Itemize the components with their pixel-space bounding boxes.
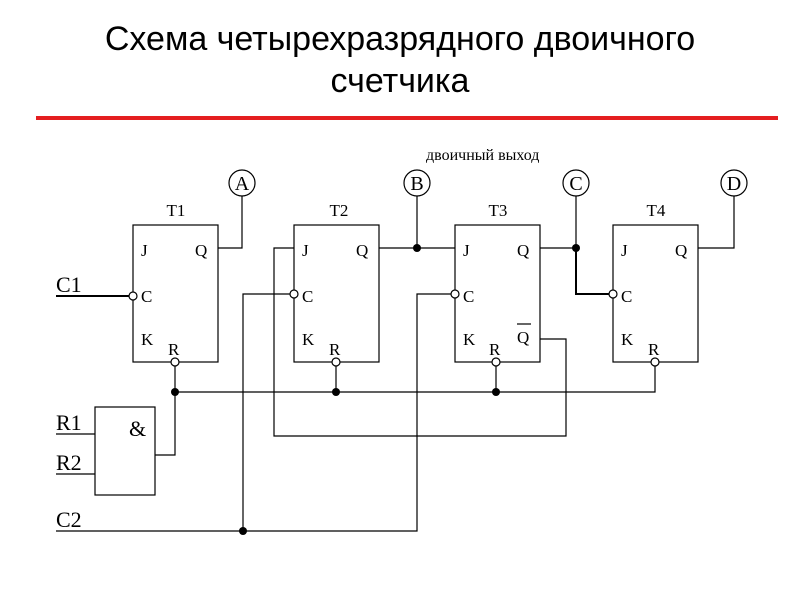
c2-pin-bubble — [289, 289, 299, 299]
junction-c2 — [239, 527, 247, 535]
wire-q2-to-b — [379, 196, 418, 249]
t2-pin-q: Q — [356, 241, 368, 260]
t3-pin-c: C — [463, 287, 474, 306]
wire-q1-to-a — [218, 196, 243, 249]
input-c1-label: C1 — [56, 272, 82, 297]
r4-pin-bubble — [650, 357, 660, 367]
t3-pin-k: K — [463, 330, 476, 349]
t4-pin-c: C — [621, 287, 632, 306]
t1-pin-j: J — [141, 241, 148, 260]
title-line-1: Схема четырехразрядного двоичного — [104, 20, 696, 58]
c3-pin-bubble — [450, 289, 460, 299]
t4-pin-k: K — [621, 330, 634, 349]
junction-b — [413, 244, 421, 252]
wire-q3bar-loop — [273, 247, 567, 437]
and-gate-box — [94, 406, 156, 496]
r2-pin-bubble — [331, 357, 341, 367]
t2-pin-c: C — [302, 287, 313, 306]
t3-pin-qbar: Q — [517, 328, 529, 347]
input-r1-label: R1 — [56, 410, 82, 435]
c1-pin-bubble — [128, 291, 138, 301]
c4-pin-bubble — [608, 289, 618, 299]
junction-reset-1 — [171, 388, 179, 396]
output-caption: двоичный выход — [426, 147, 539, 164]
junction-reset-2 — [332, 388, 340, 396]
flipflop-t3-name: T3 — [489, 201, 508, 220]
wire-c2-line — [56, 293, 451, 532]
wire-reset-bus — [175, 366, 656, 393]
output-a-label: A — [235, 173, 250, 195]
t2-pin-k: K — [302, 330, 315, 349]
t2-pin-r: R — [329, 340, 341, 359]
t1-pin-r: R — [168, 340, 180, 359]
and-gate-symbol: & — [129, 416, 146, 441]
t1-pin-q: Q — [195, 241, 207, 260]
wire-c-to-c4 — [575, 248, 609, 295]
junction-c — [572, 244, 580, 252]
flipflop-t2-name: T2 — [330, 201, 349, 220]
title-line-2: счетчика — [330, 62, 470, 100]
t3-pin-j: J — [463, 241, 470, 260]
r3-pin-bubble — [491, 357, 501, 367]
wire-q3-to-c — [540, 196, 577, 249]
r1-pin-bubble — [170, 357, 180, 367]
t1-pin-k: K — [141, 330, 154, 349]
wire-q4-to-d — [698, 196, 735, 249]
t4-pin-q: Q — [675, 241, 687, 260]
output-d-label: D — [727, 173, 741, 195]
wire-gate-to-bus — [155, 392, 176, 456]
t2-pin-j: J — [302, 241, 309, 260]
t4-pin-j: J — [621, 241, 628, 260]
output-b-label: B — [410, 173, 423, 195]
t1-pin-c: C — [141, 287, 152, 306]
page-title: Схема четырехразрядного двоичного счетчи… — [60, 18, 740, 102]
wire-c2-to-c2pin — [242, 293, 290, 531]
junction-reset-3 — [492, 388, 500, 396]
input-c2-label: C2 — [56, 507, 82, 532]
flipflop-t4-name: T4 — [647, 201, 666, 220]
flipflop-t1-name: T1 — [167, 201, 186, 220]
t4-pin-r: R — [648, 340, 660, 359]
output-c-label: C — [569, 173, 582, 195]
t3-pin-r: R — [489, 340, 501, 359]
t3-pin-q: Q — [517, 241, 529, 260]
input-r2-label: R2 — [56, 450, 82, 475]
